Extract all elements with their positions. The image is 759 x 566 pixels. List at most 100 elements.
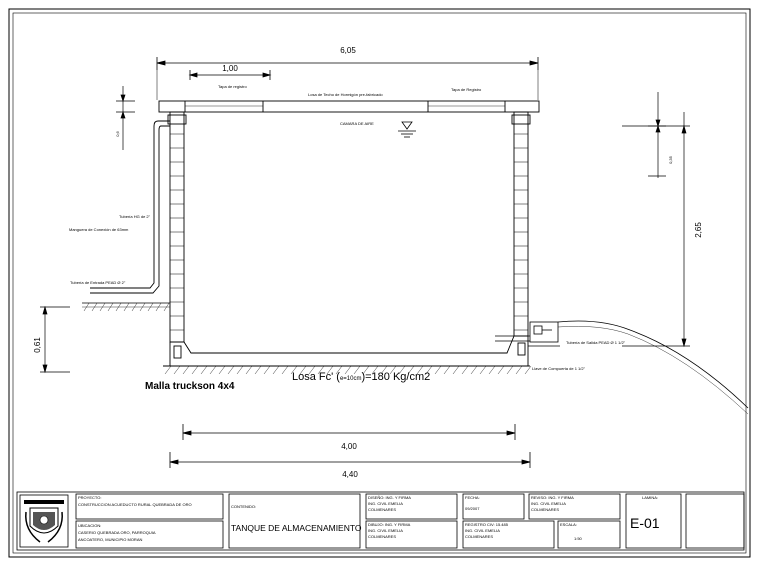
drawing-line	[497, 365, 505, 375]
left-ground-hatch	[83, 302, 170, 312]
drawing-line	[147, 302, 154, 312]
tb-project-label: PROYECTO:	[78, 495, 102, 500]
label-tuberia-salida: Tubería de Salida PEAD Ø 1 1/2"	[566, 340, 626, 345]
drawing-line	[416, 365, 424, 375]
drawing-line	[389, 365, 397, 375]
drawing-line	[91, 302, 98, 312]
drawing-line	[200, 365, 208, 375]
tb-project-value: CONSTRUCCION ACUEDUCTO RURAL QUEBRADA DE…	[78, 502, 192, 507]
right-wall-blocks	[514, 133, 528, 331]
tb-content-value: TANQUE DE ALMACENAMIENTO	[231, 523, 362, 533]
inlet-pipe	[90, 120, 170, 294]
roof-slab	[158, 100, 540, 113]
tb-drawing-line2: COLMENARES	[368, 534, 396, 539]
drawing-line	[407, 365, 415, 375]
drawing-line	[515, 365, 523, 375]
tb-civ-line1: ING. CIVIL EMELIA	[465, 528, 500, 533]
tb-sheet-value: E-01	[630, 515, 660, 531]
label-valvula: Llave de Compuerta de 1 1/2"	[532, 366, 586, 371]
dimension-right-small	[648, 92, 666, 178]
drawing-line	[299, 365, 307, 375]
dimension-top-total-text: 6,05	[340, 46, 356, 55]
drawing-line	[317, 365, 325, 375]
tb-review-line1: ING. CIVIL EMELIA	[531, 501, 566, 506]
drawing-line	[371, 365, 379, 375]
drawing-line	[470, 365, 478, 375]
drawing-line	[236, 365, 244, 375]
drawing-line	[227, 365, 235, 375]
drawing-line	[182, 365, 190, 375]
drawing-line	[398, 365, 406, 375]
drawing-line	[209, 365, 217, 375]
right-ground-slope	[557, 320, 749, 415]
label-losa-techo: Losa de Techo de Hormigón pre-fabricado	[308, 92, 383, 97]
drawing-line	[506, 365, 514, 375]
drawing-line	[139, 302, 146, 312]
losa-fc-unit: e=10cm	[340, 376, 362, 382]
drawing-line	[164, 365, 172, 375]
losa-fc-suffix: )=180 Kg/cm2	[361, 371, 430, 383]
tb-design-line1: ING. CIVIL EMELIA	[368, 501, 403, 506]
tb-content-label: CONTENIDO:	[231, 504, 256, 509]
drawing-line	[380, 365, 388, 375]
sheet-inner-border	[12, 12, 747, 554]
tb-date-label: FECHA:	[465, 495, 480, 500]
drawing-line	[99, 302, 106, 312]
tb-civ-label: REGISTRO CIV: 15.485	[465, 522, 509, 527]
tb-civ-line2: COLMENARES	[465, 534, 493, 539]
tb-sheet-label: LAMINA:	[642, 495, 658, 500]
label-malla: Malla truckson 4x4	[145, 381, 235, 392]
drawing-line	[479, 365, 487, 375]
losa-fc-prefix: Losa Fc' (	[292, 371, 340, 383]
right-wall	[511, 111, 531, 337]
drawing-line	[443, 365, 451, 375]
drawing-line	[362, 365, 370, 375]
drawing-line	[155, 302, 162, 312]
drawing-line	[308, 365, 316, 375]
dimension-left-vertical	[116, 86, 135, 150]
floor-slab	[163, 335, 530, 367]
drawing-line	[263, 365, 271, 375]
dimension-top-segment	[188, 70, 272, 80]
dimension-left-vertical-text: 0,6	[115, 130, 120, 136]
drawing-line	[524, 365, 532, 375]
label-losa-fc: Losa Fc' (e=10cm)=180 Kg/cm2	[292, 371, 430, 383]
dimension-inner-width	[182, 424, 516, 440]
drawing-line	[461, 365, 469, 375]
drawing-line	[452, 365, 460, 375]
tb-scale-label: ESCALA:	[560, 522, 577, 527]
dimension-inner-width-text: 4,00	[341, 442, 357, 451]
title-block	[16, 491, 745, 551]
tb-review-line2: COLMENARES	[531, 507, 559, 512]
drawing-line	[163, 302, 170, 312]
drawing-line	[326, 365, 334, 375]
drawing-line	[131, 302, 138, 312]
drawing-line	[173, 365, 181, 375]
tb-location-label: UBICACION:	[78, 523, 101, 528]
label-tuberia-hg: Tubería HG de 2"	[119, 214, 151, 219]
tb-location-line1: CASERIO QUEBRADA ORO, PARROQUIA	[78, 530, 156, 535]
tb-location-line2: ANCOATERO, MUNICIPIO MORAN	[78, 537, 142, 542]
drawing-line	[123, 302, 130, 312]
drawing-line	[488, 365, 496, 375]
drawing-line	[290, 365, 298, 375]
tb-design-label: DISEÑO: ING. Y FIRMA	[368, 495, 411, 500]
drawing-line	[83, 302, 90, 312]
label-manguera: Manguera de Conexión de 63mm	[69, 227, 129, 232]
tb-scale-value: 1:50	[574, 536, 583, 541]
dimension-right-height	[622, 112, 690, 348]
dimension-left-small	[40, 305, 70, 374]
label-camara-aire: CAMARA DE AIRE	[340, 121, 374, 126]
drawing-line	[191, 365, 199, 375]
drawing-line	[218, 365, 226, 375]
coat-of-arms-logo	[24, 500, 64, 543]
left-wall-blocks	[170, 133, 184, 331]
drawing-line	[335, 365, 343, 375]
drawing-line	[425, 365, 433, 375]
drawing-line	[353, 365, 361, 375]
dimension-outer-width-text: 4,40	[342, 470, 358, 479]
drawing-line	[245, 365, 253, 375]
label-tapa-registro-right: Tapa de Registro	[451, 87, 482, 92]
dimension-right-small-text: 0,35	[668, 155, 673, 164]
